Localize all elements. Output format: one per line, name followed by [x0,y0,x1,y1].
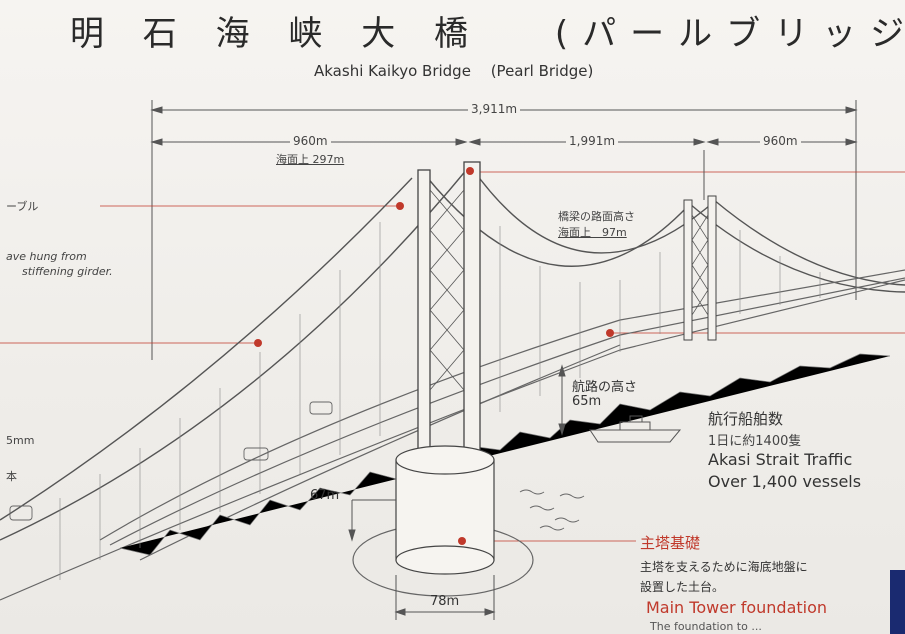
foundation-width-label: 78m [430,594,460,609]
road-height-label-1: 橋梁の路面高さ [558,210,635,223]
waves [519,489,585,531]
traffic-en-1: Akasi Strait Traffic [708,450,853,469]
road-height-label-2: 海面上 97m [558,226,627,239]
total-length-dimension [150,100,858,360]
navigation-height-value: 65m [572,394,602,409]
mm-label: 5mm [6,434,35,447]
suspender-cables [59,222,821,580]
marker-dots [254,167,614,545]
foundation-title-en: Main Tower foundation [646,598,828,617]
left-span-label: 960m [290,134,331,148]
ship-icon [589,415,682,443]
title-japanese: 明 石 海 峡 大 橋 (パールブリッジ) [70,14,905,54]
cars [9,401,333,521]
foundation-depth-dimension [348,499,396,542]
cable-label: ーブル [6,200,39,213]
navigation-height-dimension [558,364,566,436]
foundation-desc-jp-2: 設置した土台。 [640,580,725,594]
center-span-label: 1,991m [566,134,619,148]
foundation-depth-label: 67m [310,488,340,503]
main-tower [417,161,481,473]
edge-shadow [890,570,905,634]
tower-foundation [352,445,534,597]
hon-label: 本 [6,470,17,483]
traffic-en-2: Over 1,400 vessels [708,472,862,491]
stiffening-truss [119,353,891,556]
total-length-label: 3,911m [468,102,521,116]
foundation-width-dimension [394,575,496,620]
second-tower [683,150,717,341]
title-english: Akashi Kaikyo Bridge (Pearl Bridge) [314,62,594,80]
hung-label-2: stiffening girder. [22,265,113,278]
traffic-count-jp: 1日に約1400隻 [708,434,802,449]
tower-height-label: 海面上 297m [276,153,345,166]
traffic-title-jp: 航行船舶数 [708,410,784,428]
span-dimensions [150,138,858,146]
main-cables [0,167,905,541]
foundation-title-jp: 主塔基礎 [640,534,701,552]
foundation-desc-jp-1: 主塔を支えるために海底地盤に [640,560,808,574]
hung-label-1: ave hung from [6,250,87,263]
navigation-height-label: 航路の高さ [572,380,638,395]
right-span-label: 960m [760,134,801,148]
foundation-desc-en: The foundation to ... [650,620,762,633]
